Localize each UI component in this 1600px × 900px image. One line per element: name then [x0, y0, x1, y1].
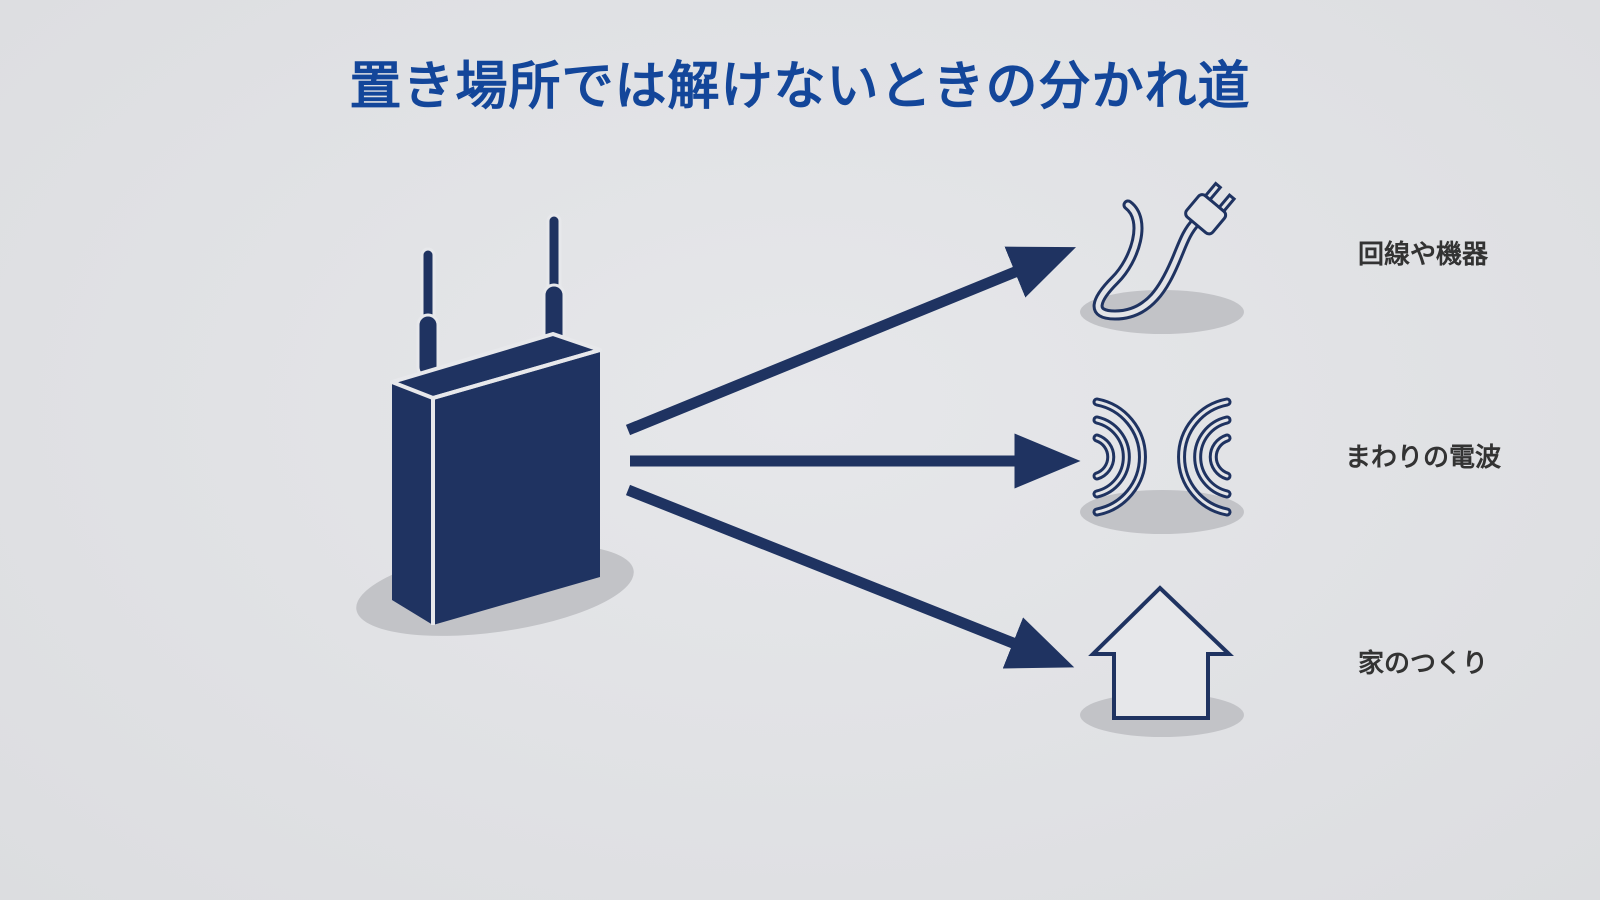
branch-label-house: 家のつくり [1357, 649, 1488, 679]
house-icon [1080, 585, 1244, 737]
branch-label-waves: まわりの電波 [1344, 443, 1501, 473]
arrow-to-house [625, 484, 1075, 669]
cable-plug-icon [1080, 181, 1244, 334]
page-title: 置き場所では解けないときの分かれ道 [349, 57, 1251, 117]
radio-waves-icon [1080, 397, 1244, 534]
router-icon [356, 213, 634, 636]
arrow-to-cable [625, 246, 1077, 436]
branch-label-cable: 回線や機器 [1357, 240, 1488, 270]
